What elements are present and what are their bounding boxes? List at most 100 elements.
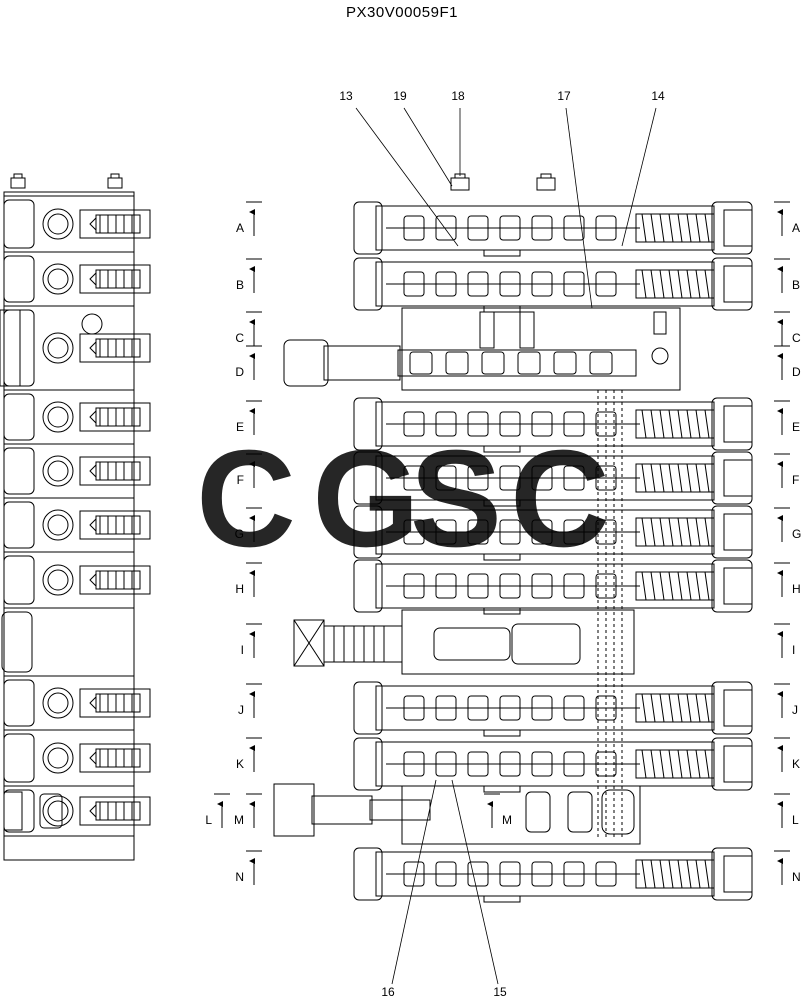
side-section	[3, 389, 151, 441]
left-end-cap	[353, 681, 383, 735]
section-marker: I	[241, 623, 262, 658]
nut-cross	[293, 619, 325, 667]
spring-coil	[650, 693, 656, 723]
plug-inner	[95, 407, 141, 427]
relief-chamber	[511, 623, 581, 665]
section-label: K	[792, 757, 800, 771]
side-section	[1, 607, 134, 673]
section-marker: C	[774, 311, 801, 346]
connector	[483, 895, 521, 903]
spring-coil	[641, 463, 647, 493]
section-label: D	[792, 365, 801, 379]
spring-coil	[695, 693, 701, 723]
callout-label: 17	[557, 89, 571, 103]
spring-coil	[641, 517, 647, 547]
section-label: N	[235, 870, 244, 884]
spring-coil	[659, 693, 665, 723]
section-label: C	[235, 331, 244, 345]
callout: 16	[381, 779, 437, 999]
side-section	[3, 443, 151, 495]
plug-body	[79, 796, 151, 826]
callout: 19	[393, 89, 453, 187]
section-label: J	[238, 703, 244, 717]
spring-coil	[695, 859, 701, 889]
watermark-letter: C	[196, 422, 296, 576]
callout: 18	[451, 89, 465, 176]
section-marker: G	[774, 507, 801, 542]
plug-tip	[89, 409, 97, 425]
callout: 15	[451, 779, 507, 999]
spring-coil	[677, 269, 683, 299]
callout-label: 13	[339, 89, 353, 103]
plug-body	[79, 264, 151, 294]
port-circle-inner	[47, 514, 69, 536]
spring-coil	[668, 571, 674, 601]
inlet-port	[519, 311, 535, 349]
spring-coil	[695, 409, 701, 439]
plug-tip	[89, 517, 97, 533]
left-end-cap	[353, 847, 383, 901]
spring-coil	[704, 571, 710, 601]
watermark-letter: C	[510, 422, 610, 576]
flange	[3, 733, 35, 783]
right-cap-inner	[723, 405, 753, 443]
spring-chamber	[635, 749, 715, 779]
spring-coil	[686, 859, 692, 889]
section-marker: K	[774, 737, 800, 772]
spring-coil	[686, 409, 692, 439]
inlet-spool	[397, 349, 637, 377]
section-label: H	[235, 582, 244, 596]
pressure-port	[651, 347, 669, 365]
flange	[3, 199, 35, 249]
section-marker: M	[484, 793, 512, 828]
section-label: G	[235, 527, 244, 541]
flange	[3, 555, 35, 605]
port-circle-inner	[47, 337, 69, 359]
leader-line	[403, 107, 453, 187]
spool-section	[353, 451, 753, 507]
spring-coil	[704, 749, 710, 779]
spring-coil	[695, 463, 701, 493]
inlet-cap	[283, 339, 329, 387]
callout-label: 18	[451, 89, 465, 103]
left-end-cap	[353, 257, 383, 311]
leader-line	[621, 107, 657, 247]
spool-section	[353, 505, 753, 561]
section-label: D	[235, 365, 244, 379]
section-label: K	[236, 757, 244, 771]
relief-section	[293, 609, 635, 675]
spring-chamber	[635, 571, 715, 601]
bolt-head	[107, 177, 123, 189]
spring-coil	[695, 269, 701, 299]
plug-inner	[95, 801, 141, 821]
section-label: F	[792, 473, 799, 487]
section-marker: M	[234, 793, 262, 828]
bolt-head	[13, 173, 23, 179]
section-marker: A	[774, 201, 800, 236]
spring-coil	[686, 269, 692, 299]
flange	[3, 309, 35, 387]
port-circle-inner	[47, 800, 69, 822]
callout-label: 19	[393, 89, 407, 103]
section-marker: D	[774, 345, 801, 380]
port-circle	[42, 564, 74, 596]
spool-section	[353, 397, 753, 453]
flange	[3, 447, 35, 495]
inlet-land	[517, 351, 541, 375]
spring-coil	[668, 463, 674, 493]
connector	[483, 499, 521, 507]
lm-spool	[369, 799, 431, 821]
spool-section	[353, 201, 753, 257]
spring-coil	[641, 571, 647, 601]
spring-coil	[677, 749, 683, 779]
section-view	[273, 173, 753, 903]
side-cap	[0, 309, 21, 387]
side-section	[3, 497, 151, 549]
bolt-head	[536, 177, 556, 191]
left-end-cap	[353, 201, 383, 255]
spring-coil	[668, 517, 674, 547]
port-circle	[42, 401, 74, 433]
inlet-land	[409, 351, 433, 375]
section-label: N	[792, 870, 801, 884]
